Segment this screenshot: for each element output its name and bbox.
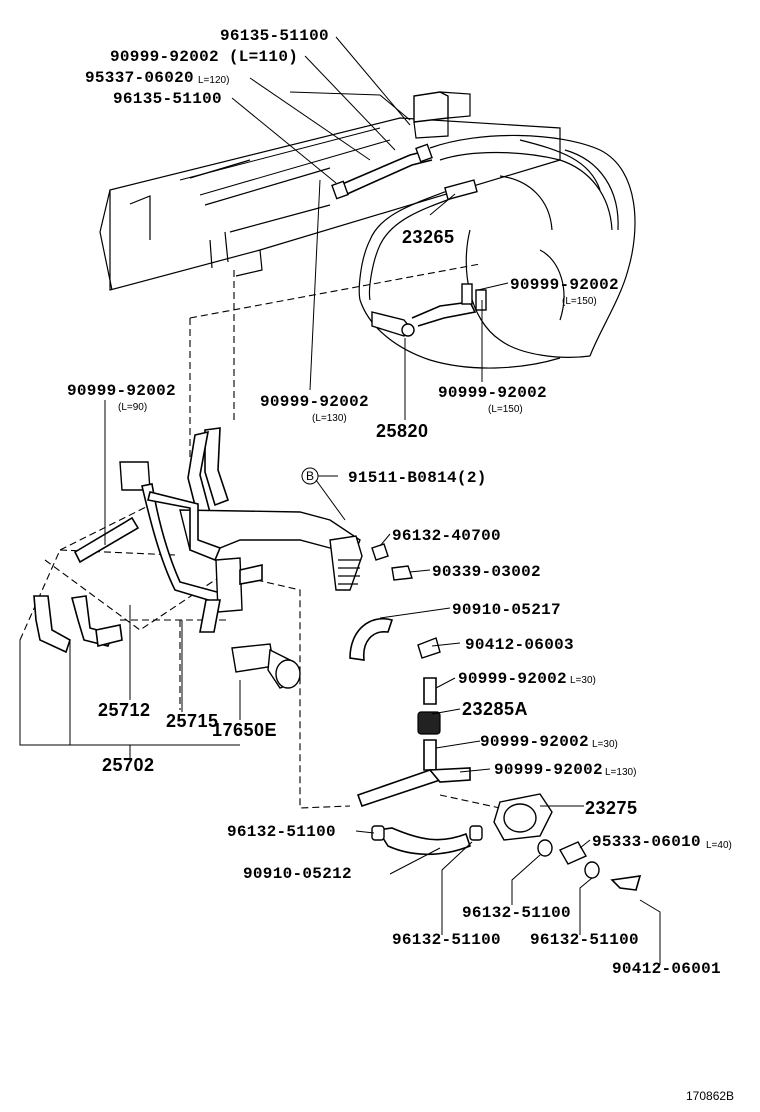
label-90910-05212: 90910-05212 [243, 865, 352, 883]
label-90999-l150-b: 90999-92002 [438, 384, 547, 402]
label-23285a: 23285A [462, 699, 528, 719]
label-91511-b0814: 91511-B0814(2) [348, 469, 487, 487]
label-96132-40700: 96132-40700 [392, 527, 501, 545]
label-25715: 25715 [166, 711, 219, 731]
label-95337-note: L=120) [198, 75, 229, 86]
part-labels: 96135-51100 90999-92002 (L=110) 95337-06… [67, 27, 734, 1103]
small-parts [301, 467, 413, 581]
label-90999-l90-note: (L=90) [118, 402, 147, 413]
label-90999-l30-b-note: L=30) [592, 739, 618, 750]
label-17650e: 17650E [212, 720, 277, 740]
label-25712: 25712 [98, 700, 151, 720]
label-90999-l30-a-note: L=30) [570, 675, 596, 686]
label-90910-05217: 90910-05217 [452, 601, 561, 619]
label-90999-l150-a: 90999-92002 [510, 276, 619, 294]
label-90999-l30-b: 90999-92002 [480, 733, 589, 751]
label-90412-06003: 90412-06003 [465, 636, 574, 654]
label-95337-06020: 95337-06020 [85, 69, 194, 87]
label-25702: 25702 [102, 755, 155, 775]
label-90412-06001: 90412-06001 [612, 960, 721, 978]
label-25820: 25820 [376, 421, 429, 441]
bolt-marker-icon: B [306, 469, 314, 483]
label-90999-l130-b-note: L=130) [605, 767, 636, 778]
label-90999-92002-l110: 90999-92002 (L=110) [110, 48, 298, 66]
diagram-reference: 170862B [686, 1089, 734, 1103]
label-90999-l130-a-note: (L=130) [312, 413, 347, 424]
label-90999-l130-b: 90999-92002 [494, 761, 603, 779]
label-23265: 23265 [402, 227, 455, 247]
upper-hoses [331, 143, 487, 337]
label-96132-51100-b: 96132-51100 [462, 904, 571, 922]
label-96132-51100-a: 96132-51100 [227, 823, 336, 841]
label-95333-06010: 95333-06010 [592, 833, 701, 851]
label-96135-51100-a: 96135-51100 [220, 27, 329, 45]
lower-vacuum-line [349, 618, 642, 891]
label-90339-03002: 90339-03002 [432, 563, 541, 581]
label-90999-l150-a-note: (L=150) [562, 296, 597, 307]
label-96132-51100-c: 96132-51100 [392, 931, 501, 949]
label-96132-51100-d: 96132-51100 [530, 931, 639, 949]
label-96135-51100-b: 96135-51100 [113, 90, 222, 108]
label-90999-l90: 90999-92002 [67, 382, 176, 400]
label-90999-l150-b-note: (L=150) [488, 404, 523, 415]
label-90999-l130-a: 90999-92002 [260, 393, 369, 411]
leader-lines [19, 36, 661, 965]
label-90999-l30-a: 90999-92002 [458, 670, 567, 688]
bracket-assembly [33, 427, 363, 689]
label-95333-note: L=40) [706, 840, 732, 851]
engine-outline [99, 91, 636, 369]
label-23275: 23275 [585, 798, 638, 818]
